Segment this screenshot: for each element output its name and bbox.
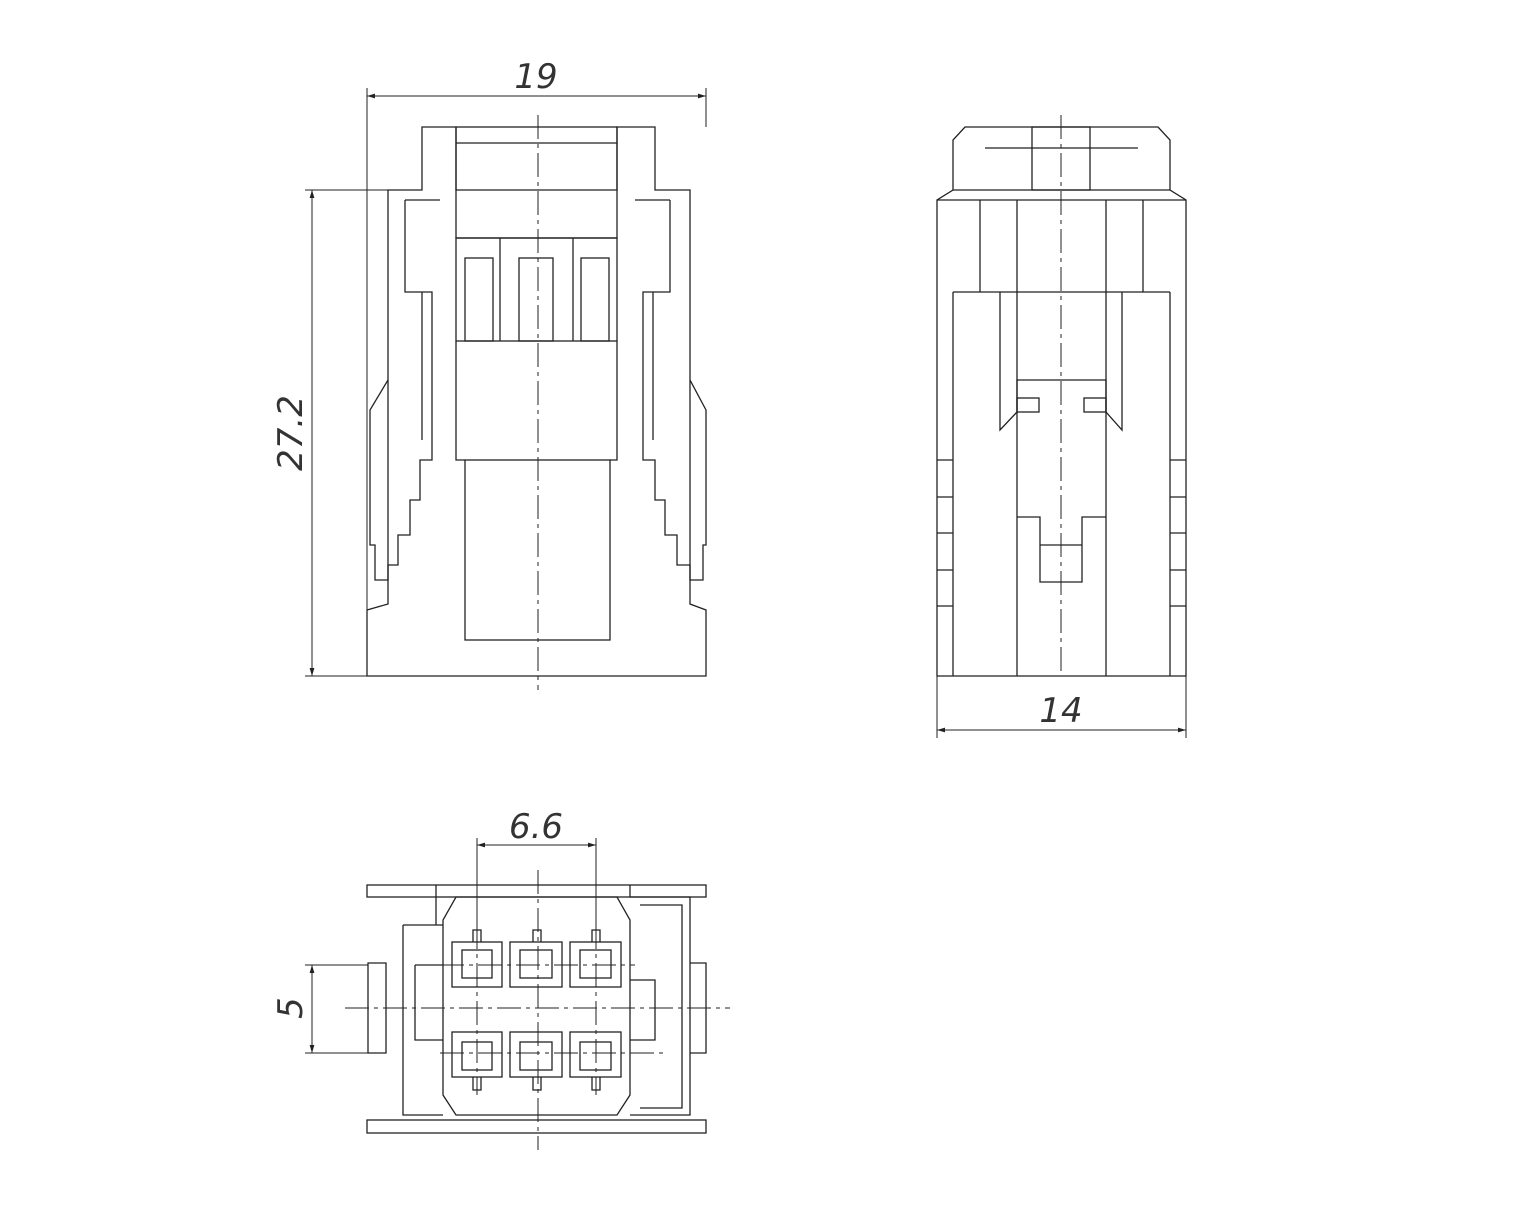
dimension-height-front: 27.2	[271, 395, 311, 471]
dimension-pitch-vertical: 5	[271, 997, 311, 1019]
side-view: 14	[936, 115, 1187, 738]
front-view: 19 27.2	[271, 57, 707, 690]
bottom-view: 6.6 5	[271, 807, 730, 1150]
dimension-width-side: 14	[1039, 691, 1082, 731]
dimension-pitch-horizontal: 6.6	[509, 807, 563, 847]
dimension-width-front: 19	[514, 57, 557, 97]
